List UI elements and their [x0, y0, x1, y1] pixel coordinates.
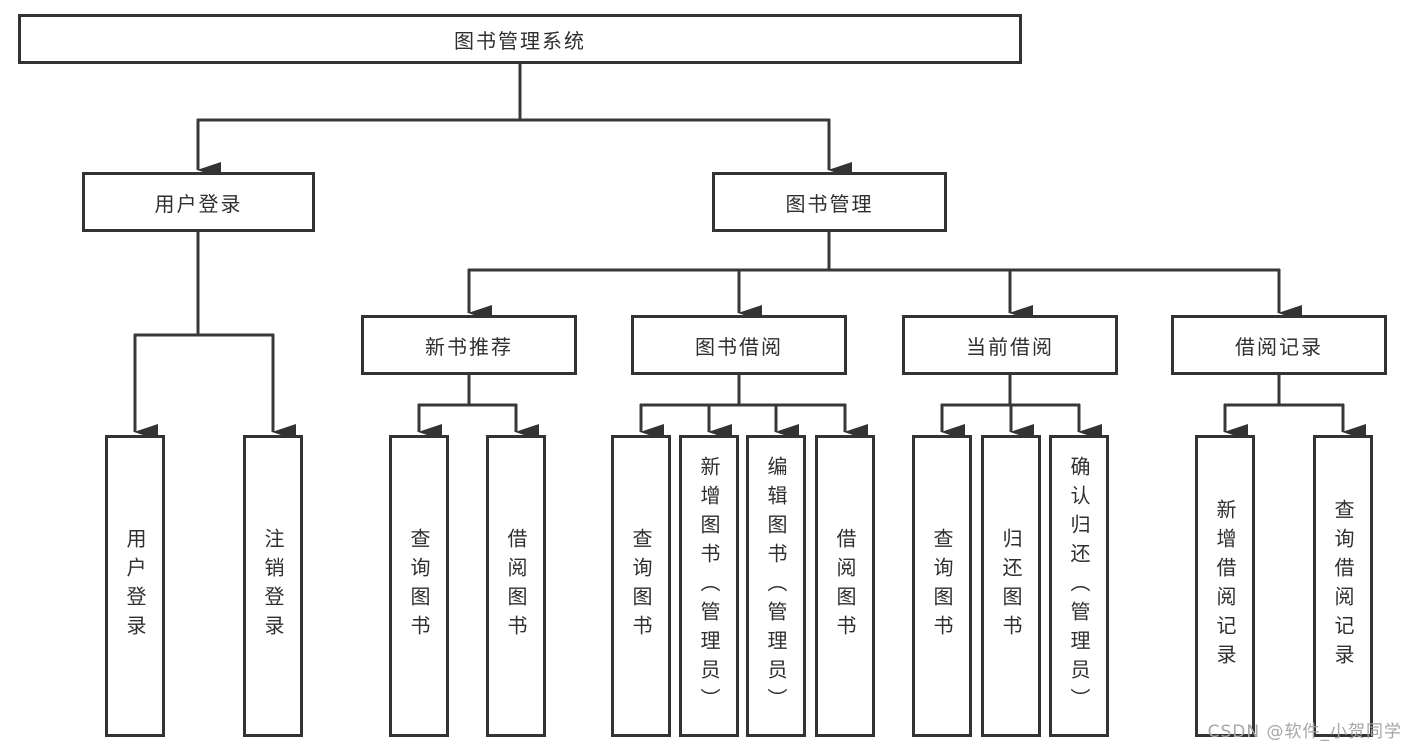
node-label: 当前借阅 [966, 334, 1054, 359]
leaf-add-borrow-record: 新增借阅记录 [1195, 435, 1255, 737]
node-label: 图书管理 [785, 191, 874, 216]
node-label: 图书管理系统 [454, 28, 586, 53]
node-label: 借阅图书 [833, 528, 857, 644]
node-label: 编辑图书（管理员） [764, 455, 788, 717]
leaf-logout: 注销登录 [243, 435, 303, 737]
node-label: 用户登录 [123, 528, 147, 644]
leaf-confirm-return-admin: 确认归还（管理员） [1049, 435, 1109, 737]
leaf-add-book-admin: 新增图书（管理员） [679, 435, 739, 737]
node-label: 查询图书 [629, 528, 653, 644]
node-label: 借阅图书 [504, 528, 528, 644]
node-label: 图书借阅 [695, 334, 783, 359]
node-book-borrow: 图书借阅 [631, 315, 847, 375]
csdn-watermark: CSDN @软件_小贺同学 [1207, 722, 1402, 742]
node-label: 查询图书 [407, 528, 431, 644]
connector-group [133, 64, 1366, 440]
leaf-return-books: 归还图书 [981, 435, 1041, 737]
leaf-query-books-borrow: 查询图书 [611, 435, 671, 737]
node-label: 用户登录 [154, 191, 243, 216]
node-borrow-records: 借阅记录 [1171, 315, 1387, 375]
node-label: 新增借阅记录 [1213, 499, 1237, 673]
node-label: 借阅记录 [1235, 334, 1323, 359]
node-user-login: 用户登录 [82, 172, 315, 232]
node-label: 注销登录 [261, 528, 285, 644]
node-label: 查询图书 [930, 528, 954, 644]
leaf-query-books-current: 查询图书 [912, 435, 972, 737]
node-label: 确认归还（管理员） [1067, 455, 1091, 717]
leaf-query-borrow-record: 查询借阅记录 [1313, 435, 1373, 737]
node-label: 查询借阅记录 [1331, 499, 1355, 673]
leaf-query-books-recommend: 查询图书 [389, 435, 449, 737]
node-new-book-recommend: 新书推荐 [361, 315, 577, 375]
leaf-borrow-books-recommend: 借阅图书 [486, 435, 546, 737]
leaf-user-login: 用户登录 [105, 435, 165, 737]
node-current-borrow: 当前借阅 [902, 315, 1118, 375]
node-label: 新增图书（管理员） [697, 455, 721, 717]
leaf-borrow-books: 借阅图书 [815, 435, 875, 737]
leaf-edit-book-admin: 编辑图书（管理员） [746, 435, 806, 737]
node-book-management: 图书管理 [712, 172, 947, 232]
node-label: 归还图书 [999, 528, 1023, 644]
node-library-management-system: 图书管理系统 [18, 14, 1022, 64]
node-label: 新书推荐 [425, 334, 513, 359]
